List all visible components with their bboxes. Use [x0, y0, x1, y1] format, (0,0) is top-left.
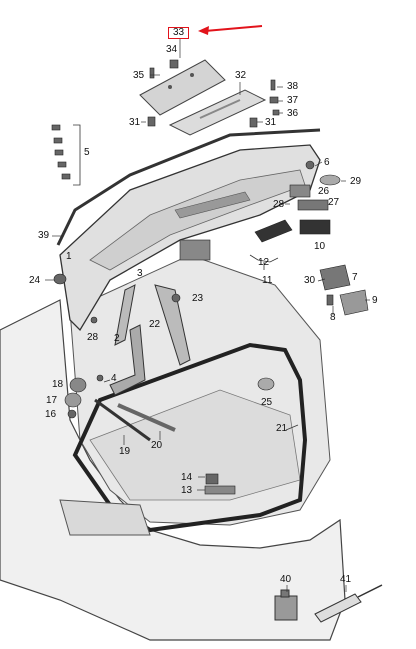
taillight: [59, 499, 151, 536]
trunk-opening: [69, 254, 331, 526]
callout-27: 27: [328, 197, 340, 208]
callout-13: 13: [181, 485, 193, 496]
callout-30: 30: [304, 275, 316, 286]
callout-14: 14: [181, 472, 193, 483]
number-plate-carrier: [139, 59, 226, 116]
callout-23: 23: [192, 293, 204, 304]
hinge: [109, 324, 146, 396]
gas-struts: [94, 284, 191, 442]
callout-16: 16: [45, 409, 57, 420]
callout-31-left: 31: [129, 117, 141, 128]
callout-12: 12: [258, 257, 270, 268]
callout-25: 25: [261, 397, 273, 408]
callout-11: 11: [262, 275, 273, 286]
sealant-cartridge: [314, 584, 383, 623]
callout-21: 21: [276, 423, 288, 434]
lid-strip: [56, 128, 321, 246]
callout-33: 33: [168, 27, 190, 39]
highlight-arrow: [198, 25, 263, 35]
callout-2: 2: [114, 333, 120, 344]
callout-20: 20: [151, 440, 163, 451]
callout-24: 24: [29, 275, 41, 286]
callout-26: 26: [318, 186, 330, 197]
callout-29: 29: [350, 176, 362, 187]
callout-8: 8: [330, 312, 336, 323]
callout-34: 34: [166, 44, 178, 55]
small-parts: [51, 59, 369, 495]
callout-28-top: 28: [273, 199, 285, 210]
callout-3: 3: [137, 268, 143, 279]
callout-32: 32: [235, 70, 247, 81]
callout-37: 37: [287, 95, 299, 106]
callout-22: 22: [149, 319, 161, 330]
callout-40: 40: [280, 574, 292, 585]
leader-brackets: [73, 124, 279, 270]
callout-38: 38: [287, 81, 299, 92]
callout-19: 19: [119, 446, 131, 457]
callout-18: 18: [52, 379, 64, 390]
callout-28: 28: [87, 332, 99, 343]
callout-4: 4: [111, 373, 117, 384]
callout-35: 35: [133, 70, 145, 81]
sealant-can: [274, 589, 298, 621]
trim-plate: [168, 89, 267, 136]
callout-36: 36: [287, 108, 299, 119]
callout-9: 9: [372, 295, 378, 306]
callout-6: 6: [324, 157, 330, 168]
trunk-lid: [59, 144, 321, 332]
callout-17: 17: [46, 395, 58, 406]
callout-31-right: 31: [265, 117, 277, 128]
leader-lines: [45, 38, 370, 592]
callout-41: 41: [340, 574, 352, 585]
callout-1: 1: [66, 251, 72, 262]
callout-10: 10: [314, 241, 326, 252]
callout-5: 5: [84, 147, 90, 158]
callout-7: 7: [352, 272, 358, 283]
callout-39: 39: [38, 230, 50, 241]
